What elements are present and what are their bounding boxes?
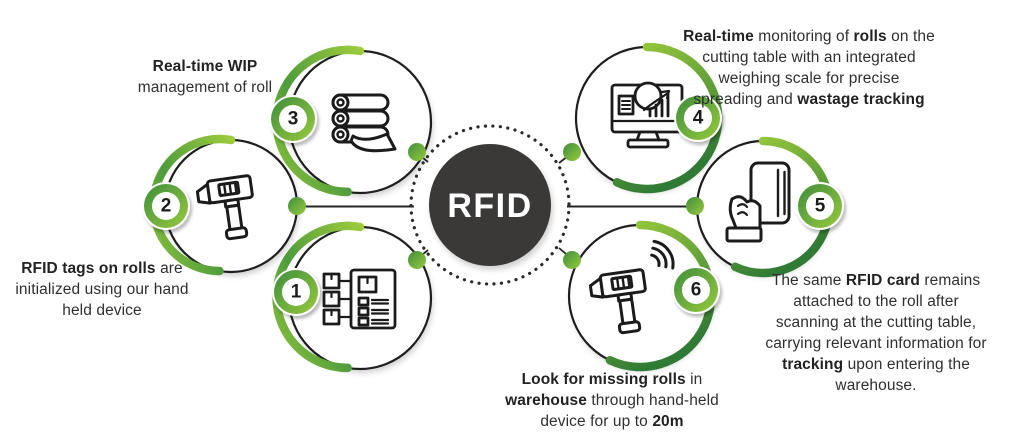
note-step3-bold: Real-time WIP	[152, 58, 258, 75]
step-1-number: 1	[291, 282, 302, 303]
note-step6-missing: Look for missing rolls in warehouse thro…	[492, 369, 732, 432]
note-step2-bold: RFID tags on rolls	[21, 260, 156, 277]
step-5-circle: 5	[695, 136, 844, 278]
step-5-number: 5	[815, 196, 826, 217]
note-step6-seg: warehouse	[505, 392, 587, 409]
note-step4-seg: on the cutting table with an integrated …	[693, 28, 935, 108]
note-step6-seg: in	[685, 371, 703, 388]
connector-dot	[563, 143, 581, 161]
connector-dots	[288, 143, 704, 269]
note-step5-seg: remains attached to the roll after scann…	[765, 272, 987, 352]
step-6-circle: 6	[567, 220, 720, 372]
inventory-list-icon	[322, 268, 397, 330]
step-4-circle: 4	[574, 42, 723, 194]
rfid-center: RFID	[409, 124, 571, 286]
step-1-badge: 1	[272, 268, 320, 316]
step-4-number: 4	[693, 108, 704, 129]
note-step6-seg: 20m	[652, 413, 684, 430]
step-2-number: 2	[161, 196, 172, 217]
monitor-analytics-icon	[610, 81, 684, 149]
note-step5-seg: The same	[771, 272, 846, 289]
note-step6-seg: through hand-held device for up to	[540, 392, 719, 430]
note-step3-wip: Real-time WIP management of roll	[105, 56, 305, 98]
card-in-hand-icon	[725, 161, 791, 243]
step-3-badge: 3	[269, 95, 317, 143]
note-step4-seg: wastage tracking	[797, 91, 925, 108]
rfid-center-label: RFID	[447, 187, 532, 225]
step-5-badge: 5	[796, 182, 844, 230]
step-2-circle: 2	[142, 134, 299, 276]
fabric-rolls-icon	[331, 93, 397, 153]
note-step5-seg: RFID card	[845, 272, 920, 289]
connector-dot	[563, 251, 581, 269]
scanner-signal-icon	[587, 239, 675, 338]
step-6-badge: 6	[672, 266, 720, 314]
note-step2-rest: are initialized using our hand held devi…	[15, 260, 189, 319]
note-step3-rest: management of roll	[137, 79, 273, 96]
note-step5-seg: upon entering the warehouse.	[835, 356, 970, 394]
note-step6-seg: Look for missing rolls	[521, 371, 686, 388]
step-3-number: 3	[288, 109, 299, 130]
dotted-ring	[409, 124, 571, 286]
note-step4-seg: monitoring of	[753, 28, 854, 45]
step-4-badge: 4	[674, 94, 722, 142]
rfid-center-circle	[429, 144, 551, 266]
note-step4-seg: rolls	[853, 28, 887, 45]
connector-dot	[408, 143, 426, 161]
connector-dot	[288, 197, 306, 215]
step-2-badge: 2	[142, 182, 190, 230]
connector-dot	[408, 251, 426, 269]
step-1-circle: 1	[272, 221, 433, 373]
step-3-circle: 3	[269, 45, 433, 197]
note-step5-card: The same RFID card remains attached to t…	[762, 270, 990, 396]
note-step4-monitoring: Real-time monitoring of rolls on the cut…	[682, 26, 936, 110]
step-6-number: 6	[691, 280, 702, 301]
note-step2-tags: RFID tags on rolls are initialized using…	[6, 258, 198, 321]
connector-dot	[686, 197, 704, 215]
note-step5-seg: tracking	[782, 356, 844, 373]
note-step4-seg: Real-time	[683, 28, 754, 45]
signal-waves-icon	[650, 239, 675, 270]
